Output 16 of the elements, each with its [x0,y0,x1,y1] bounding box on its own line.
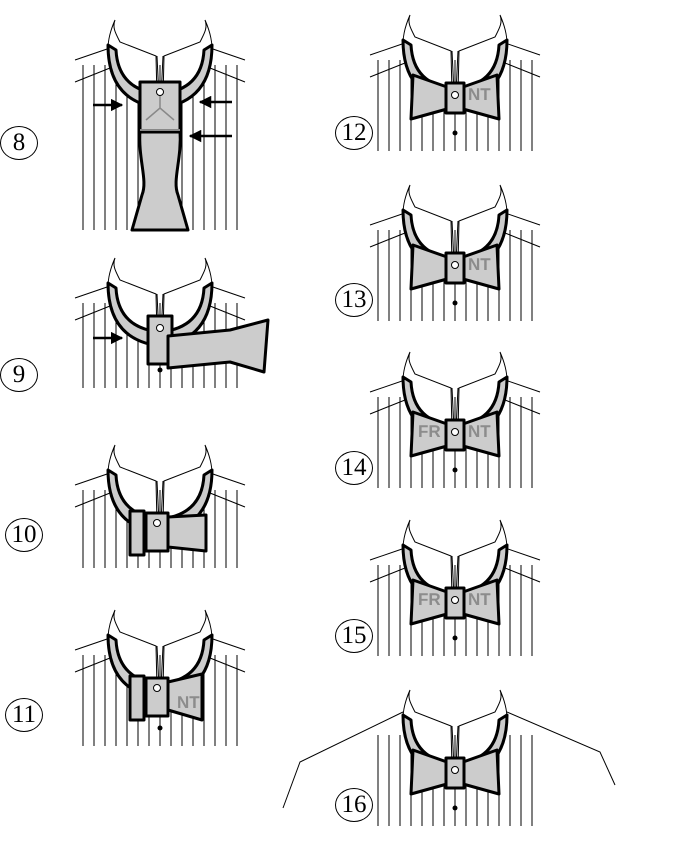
tie-lettering: FR [418,423,441,441]
tie-lettering: NT [468,591,491,609]
step-number: 8 [0,126,38,160]
tie-lettering: NT [177,694,200,712]
step-number: 16 [335,788,373,822]
step-number: 13 [335,283,373,317]
step-number: 15 [335,619,373,653]
tie-lettering: FR [418,591,441,609]
step-number: 14 [335,451,373,485]
tie-lettering: NT [468,423,491,441]
step-number: 9 [0,358,38,392]
step-number: 12 [335,116,373,150]
tie-lettering: NT [468,256,491,274]
tie-lettering: NT [468,86,491,104]
step-number: 11 [5,698,43,732]
step-number: 10 [5,518,43,552]
